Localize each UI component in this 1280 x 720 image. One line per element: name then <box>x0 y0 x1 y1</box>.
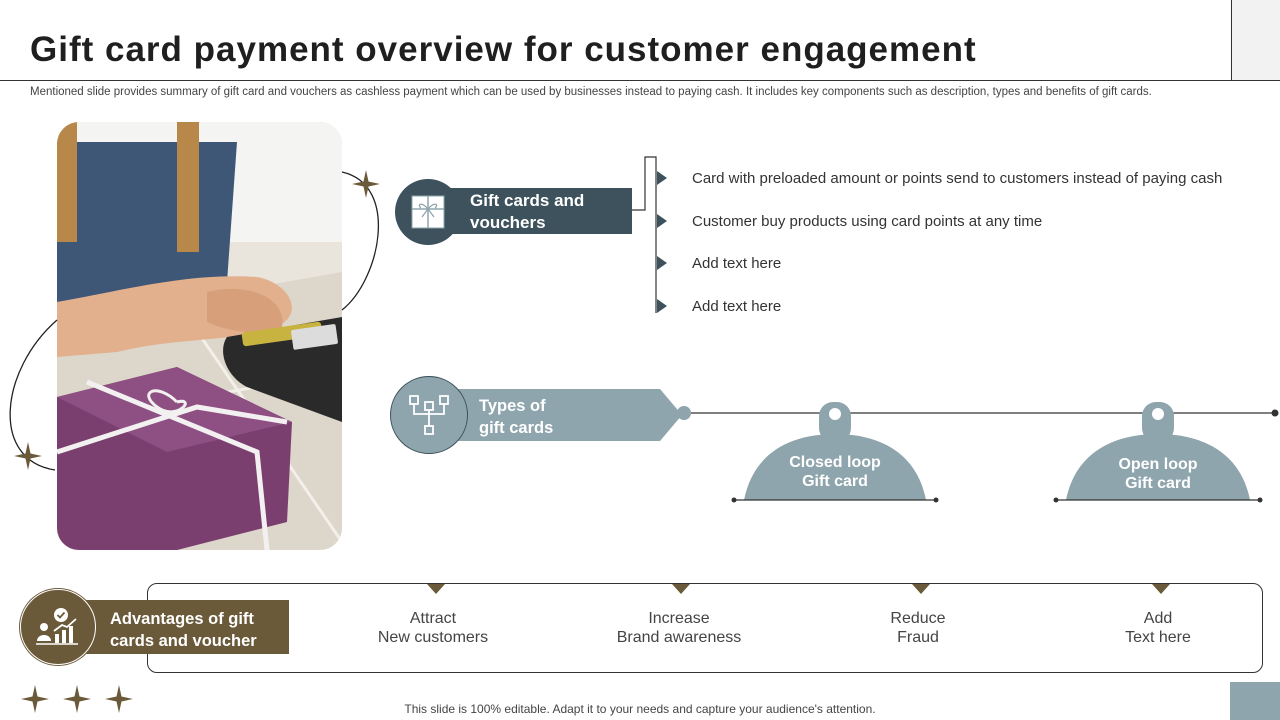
advantage-item-1-line1: Attract <box>409 610 457 627</box>
type-closed-loop: Closed loop Gift card <box>760 453 910 491</box>
advantage-item-2-line1: Increase <box>648 610 710 627</box>
advantage-item-3: Reduce Fraud <box>818 609 1018 647</box>
page-subtitle: Mentioned slide provides summary of gift… <box>30 86 1152 98</box>
advantage-item-2-line2: Brand awareness <box>616 629 742 646</box>
advantage-item-4-line1: Add <box>1143 610 1173 627</box>
types-heading: Types of gift cards <box>479 395 553 439</box>
star-icon <box>21 685 49 713</box>
bullet-marker <box>657 214 667 228</box>
types-heading-line1: Types of <box>479 397 546 415</box>
gift-card-bullet-3: Add text here <box>692 255 782 272</box>
types-heading-line2: gift cards <box>479 419 554 437</box>
bullet-marker <box>657 256 667 270</box>
gift-card-bullet-2: Customer buy products using card points … <box>692 213 1043 230</box>
corner-decoration <box>1231 0 1280 81</box>
star-icon <box>105 685 133 713</box>
advantage-marker <box>912 584 930 594</box>
type-closed-loop-line2: Gift card <box>802 473 868 490</box>
type-closed-loop-line1: Closed loop <box>789 454 881 471</box>
advantage-marker <box>427 584 445 594</box>
gift-icon <box>411 195 445 229</box>
advantage-marker <box>1152 584 1170 594</box>
type-open-loop-line2: Gift card <box>1125 475 1191 492</box>
advantage-item-1: Attract New customers <box>333 609 533 647</box>
hierarchy-icon <box>409 395 449 435</box>
advantage-marker <box>672 584 690 594</box>
growth-chart-icon <box>36 608 78 645</box>
bullet-connector <box>632 156 657 313</box>
type-open-loop-line1: Open loop <box>1118 456 1198 473</box>
types-timeline <box>677 402 1279 503</box>
advantages-box <box>147 583 1263 673</box>
advantage-item-4: Add Text here <box>1058 609 1258 647</box>
decorative-curves <box>9 171 379 471</box>
advantage-item-3-line1: Reduce <box>890 610 946 627</box>
advantages-heading-line1: Advantages of gift <box>110 610 254 628</box>
gift-card-bullet-4: Add text here <box>692 298 782 315</box>
star-icon <box>63 685 91 713</box>
type-open-loop: Open loop Gift card <box>1083 455 1233 493</box>
page-title: Gift card payment overview for customer … <box>30 30 977 69</box>
gift-cards-heading: Gift cards and vouchers <box>470 190 584 234</box>
bullet-marker <box>657 299 667 313</box>
star-icon <box>14 442 42 470</box>
payment-photo <box>57 122 342 550</box>
corner-decoration-bottom <box>1230 682 1280 720</box>
gift-cards-banner <box>439 188 632 234</box>
advantages-heading: Advantages of gift cards and voucher <box>110 608 257 652</box>
footer-note: This slide is 100% editable. Adapt it to… <box>404 702 876 716</box>
advantages-banner <box>60 600 289 654</box>
advantage-item-2: Increase Brand awareness <box>579 609 779 647</box>
title-divider <box>0 80 1232 81</box>
types-icon-circle <box>390 376 468 454</box>
advantages-icon-circle <box>20 589 96 665</box>
advantage-item-3-line2: Fraud <box>897 629 939 646</box>
advantage-item-1-line2: New customers <box>377 629 489 646</box>
types-banner <box>430 389 682 441</box>
star-icon <box>352 170 380 198</box>
gift-cards-heading-line2: vouchers <box>470 213 546 232</box>
gift-card-bullet-1: Card with preloaded amount or points sen… <box>692 170 1223 187</box>
advantages-heading-line2: cards and voucher <box>110 632 257 650</box>
advantage-item-4-line2: Text here <box>1125 629 1191 646</box>
decorative-stars <box>21 685 133 713</box>
gift-cards-icon-circle <box>395 179 461 245</box>
gift-cards-heading-line1: Gift cards and <box>470 191 585 210</box>
bullet-marker <box>657 171 667 185</box>
